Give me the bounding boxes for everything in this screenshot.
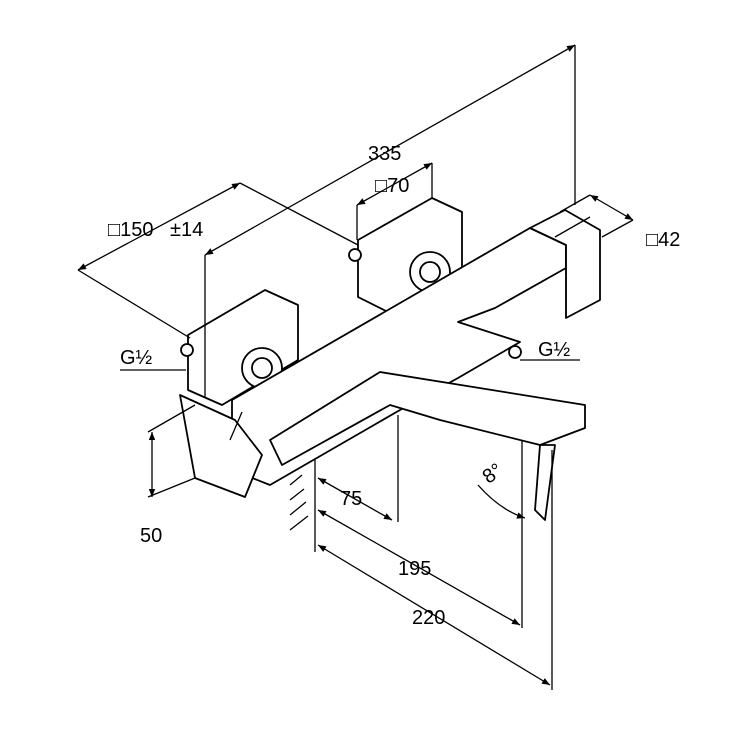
label-75: 75 bbox=[340, 488, 362, 510]
dim-angle bbox=[477, 484, 526, 519]
dim-220 bbox=[317, 544, 551, 686]
dim-70 bbox=[356, 162, 433, 206]
label-150-tolerance: ±14 bbox=[170, 219, 203, 241]
label-inlet-right: G½ bbox=[538, 339, 571, 361]
dim-42 bbox=[589, 194, 634, 221]
dim-335 bbox=[204, 44, 576, 256]
label-50: 50 bbox=[140, 525, 162, 547]
label-angle: 8° bbox=[479, 459, 507, 488]
label-335: 335 bbox=[368, 143, 401, 165]
faucet-body bbox=[179, 197, 601, 521]
label-220: 220 bbox=[412, 607, 445, 629]
label-150: □150 bbox=[108, 219, 153, 241]
dimension-lines bbox=[77, 44, 634, 686]
label-inlet-left: G½ bbox=[120, 347, 153, 369]
dim-150 bbox=[77, 182, 241, 271]
label-42: □42 bbox=[646, 229, 680, 251]
label-195: 195 bbox=[398, 558, 431, 580]
label-70: □70 bbox=[375, 175, 409, 197]
